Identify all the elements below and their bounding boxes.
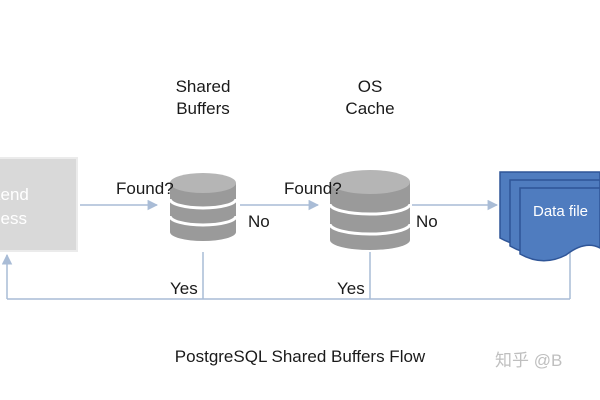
no-label-os: No [416,212,438,231]
shared-title-line1: Shared [175,77,231,96]
found-label-shared: Found? [116,179,174,198]
os-cache-db-icon [328,170,412,250]
os-title-line2: Cache [345,99,395,118]
os-cache-title: OS Cache [335,76,405,120]
data-files-icon [499,171,600,262]
data-files-label: Data file [533,203,589,220]
watermark: 知乎 @B [495,351,563,370]
backend-label-line1: kend [0,185,29,204]
backend-label-line2: cess [0,209,27,228]
shared-buffers-db-icon [168,173,238,241]
yes-label-os: Yes [337,279,365,298]
found-label-os: Found? [284,179,342,198]
backend-process-box: kend cess [0,157,78,252]
shared-buffers-title: Shared Buffers [168,76,238,120]
shared-title-line2: Buffers [176,99,230,118]
yes-label-shared: Yes [170,279,198,298]
no-label-shared: No [248,212,270,231]
os-title-line1: OS [357,77,383,96]
diagram-caption: PostgreSQL Shared Buffers Flow [174,347,426,366]
